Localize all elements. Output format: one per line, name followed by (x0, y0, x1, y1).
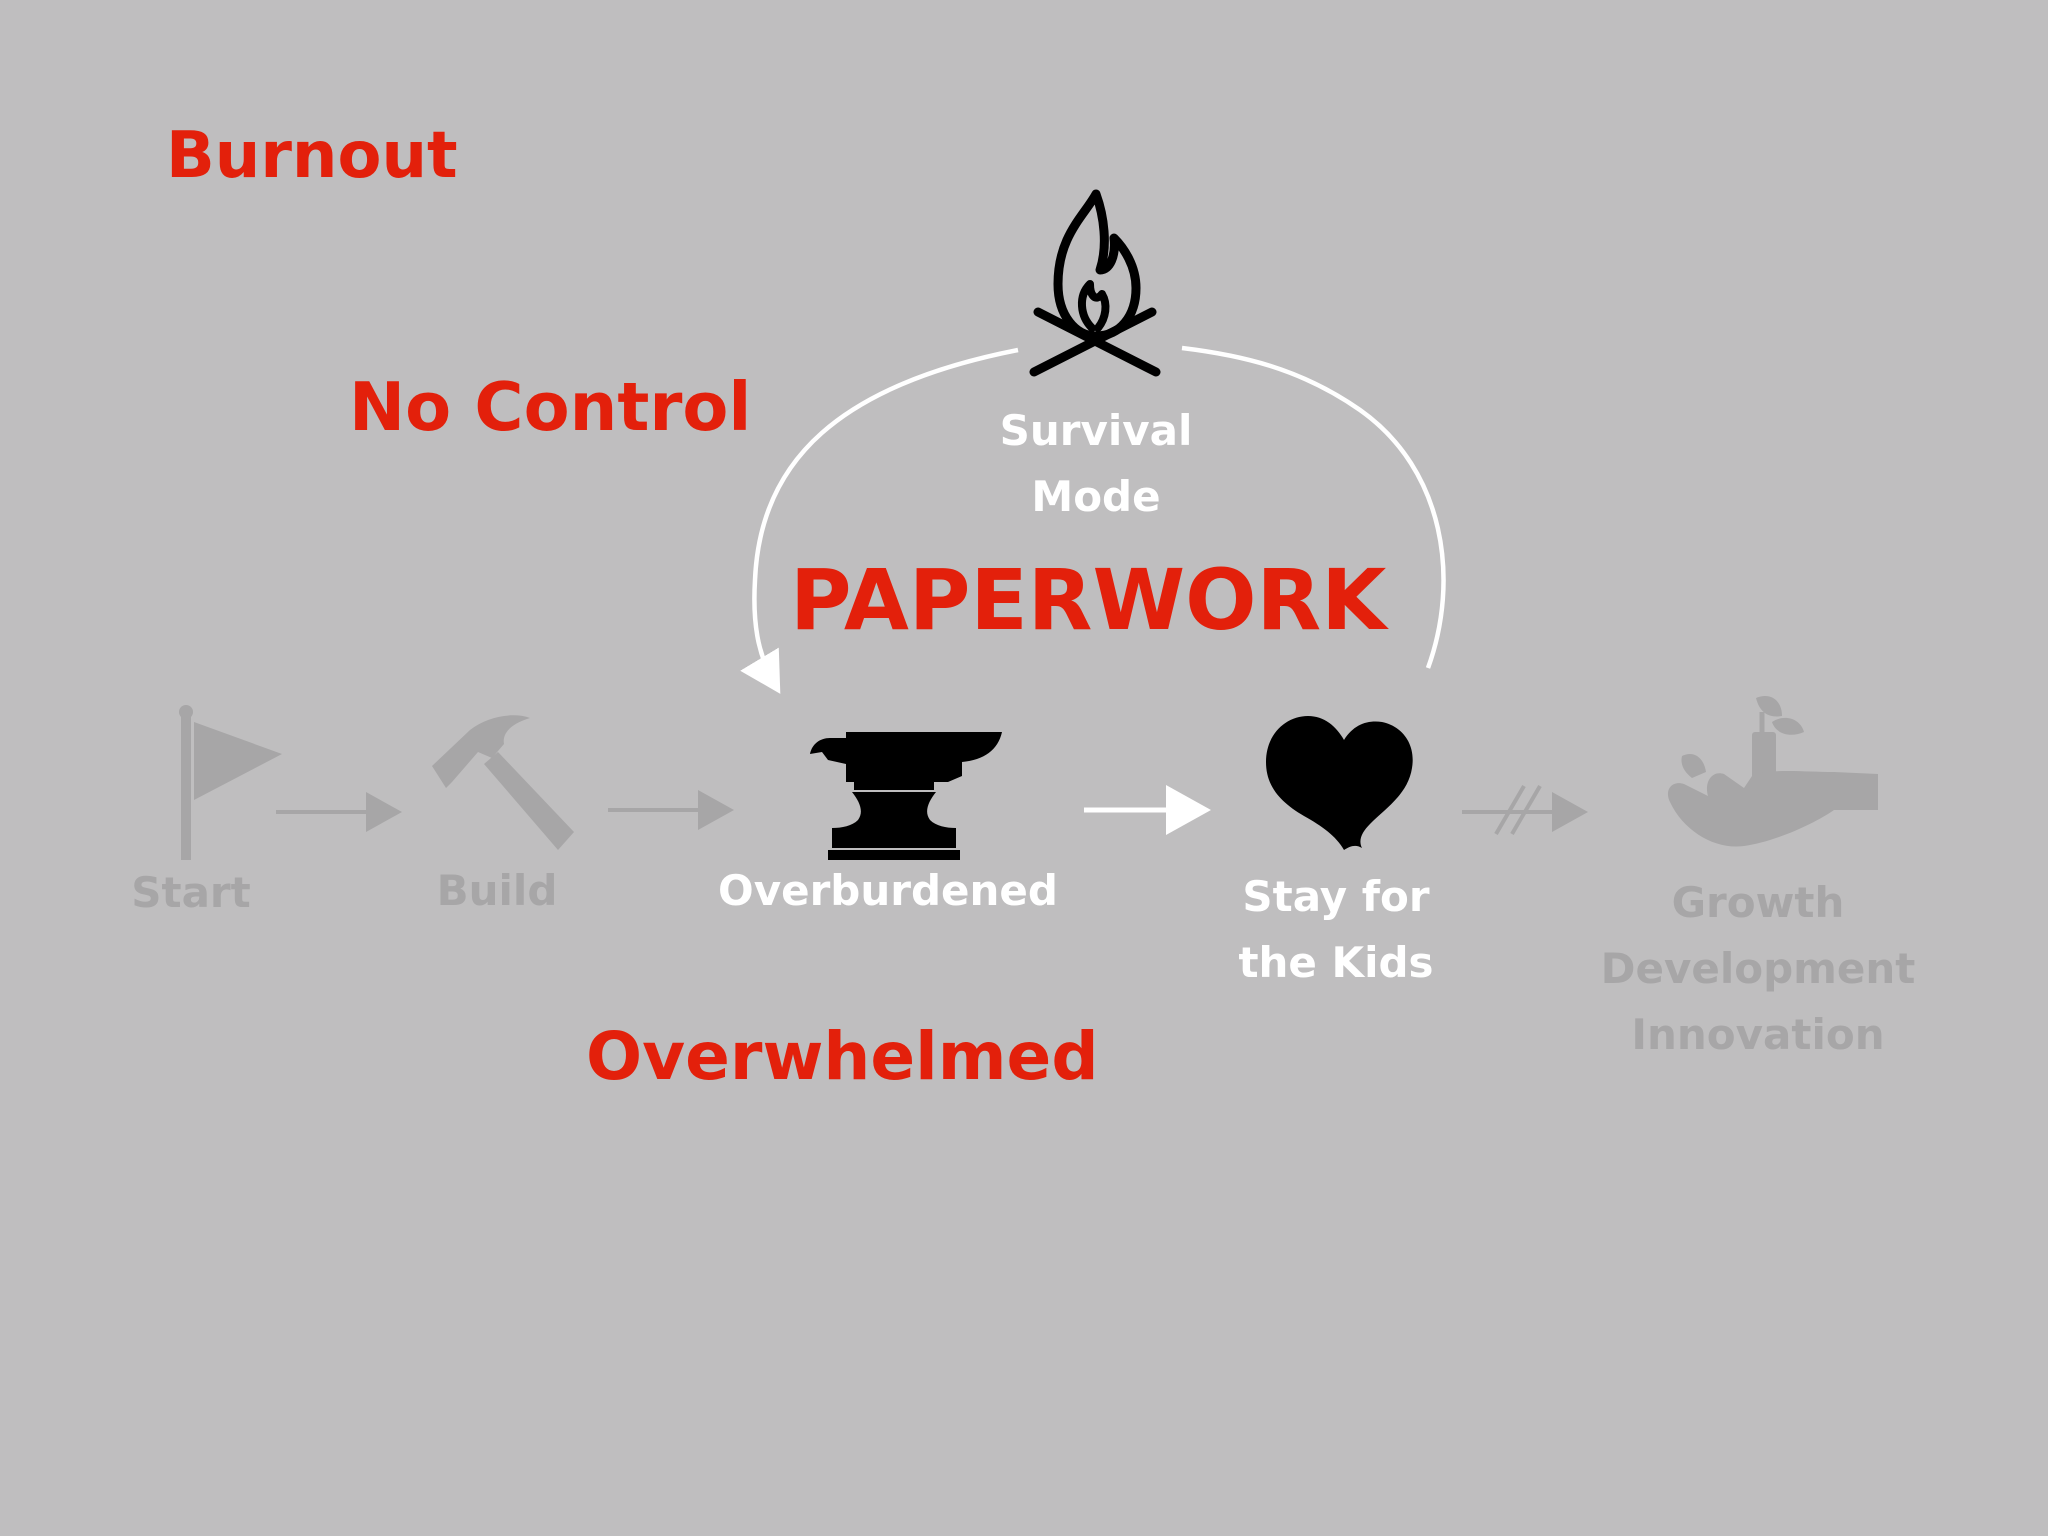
step-build-label: Build (436, 866, 558, 915)
plant-in-hand-icon (1667, 696, 1878, 847)
step-overburdened-label: Overburdened (718, 866, 1058, 915)
anvil-icon (810, 732, 1002, 860)
paperwork-label: PAPERWORK (790, 551, 1387, 649)
hammer-icon (432, 715, 574, 850)
overwhelmed-label: Overwhelmed (586, 1018, 1099, 1095)
campfire-icon (1029, 189, 1161, 377)
survival-mode-line2: Mode (1031, 472, 1161, 521)
step-stay-label: Stay for the Kids (1238, 864, 1433, 996)
survival-mode-label: Survival Mode (1000, 398, 1193, 530)
loop-arc-left (740, 347, 1019, 694)
heart-icon (1266, 716, 1413, 850)
loop-arc-right (1181, 345, 1446, 669)
burnout-label: Burnout (166, 119, 458, 193)
arrow-blocked-stay-to-growth (1462, 784, 1588, 836)
survival-mode-line1: Survival (999, 406, 1193, 455)
flag-icon (179, 705, 282, 860)
step-growth-line2: Development (1600, 944, 1916, 993)
step-start-label: Start (131, 868, 251, 917)
step-stay-line1: Stay for (1242, 872, 1430, 921)
step-stay-line2: the Kids (1238, 938, 1434, 987)
step-growth-line1: Growth (1671, 878, 1845, 927)
step-growth-label: Growth Development Innovation (1601, 870, 1916, 1068)
step-growth-line3: Innovation (1631, 1010, 1885, 1059)
no-control-label: No Control (349, 368, 752, 446)
